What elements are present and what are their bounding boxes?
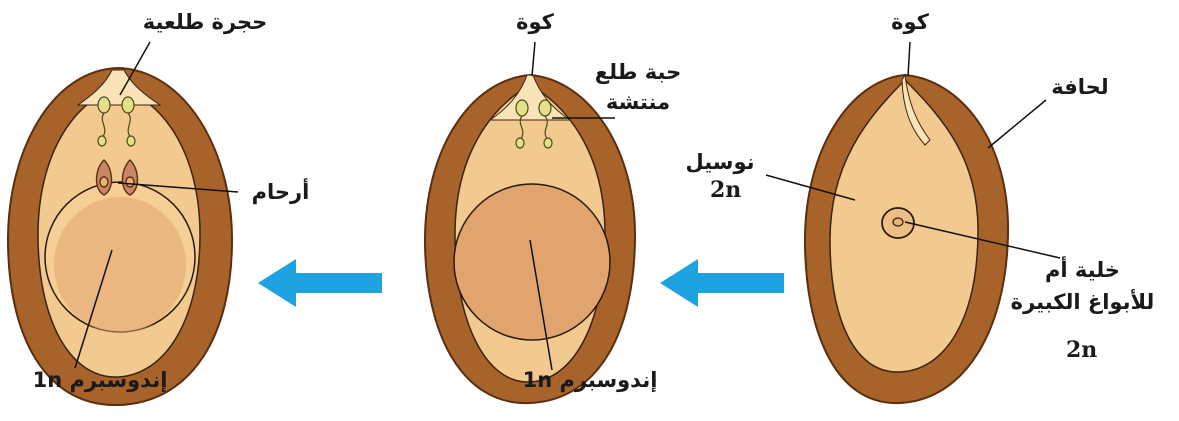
label-endosperm: إندوسبرم 1n (0, 368, 200, 392)
label-endosperm: إندوسبرم 1n (490, 368, 690, 392)
label-nucellus-ploidy: 2n (710, 178, 741, 203)
label-germinated-pollen: حبة طلع (578, 60, 698, 84)
endosperm-inner (54, 197, 186, 333)
label-archegonia: أرحام (238, 180, 323, 204)
megaspore-mother-cell-nucleus (893, 218, 903, 226)
label-micropyle: كوة (870, 10, 950, 34)
label-megaspore-mother-cell: خلية أم (990, 258, 1175, 282)
label-nucellus: نوسيل (665, 150, 775, 174)
endosperm (454, 184, 610, 340)
ovule-young (766, 42, 1060, 403)
arrow-left-icon (258, 259, 382, 307)
label-megaspore-mother-cell-line2: للأبواغ الكبيرة (990, 290, 1175, 314)
label-germinated-pollen-line2: منتشة (578, 90, 698, 114)
arrow-left-icon (660, 259, 784, 307)
ovule-mature (8, 42, 238, 405)
label-integument: لحافة (1030, 75, 1130, 99)
label-pollen-chamber: حجرة طلعية (120, 10, 290, 34)
label-micropyle: كوة (495, 10, 575, 34)
label-megaspore-mother-cell-ploidy: 2n (1066, 338, 1097, 363)
